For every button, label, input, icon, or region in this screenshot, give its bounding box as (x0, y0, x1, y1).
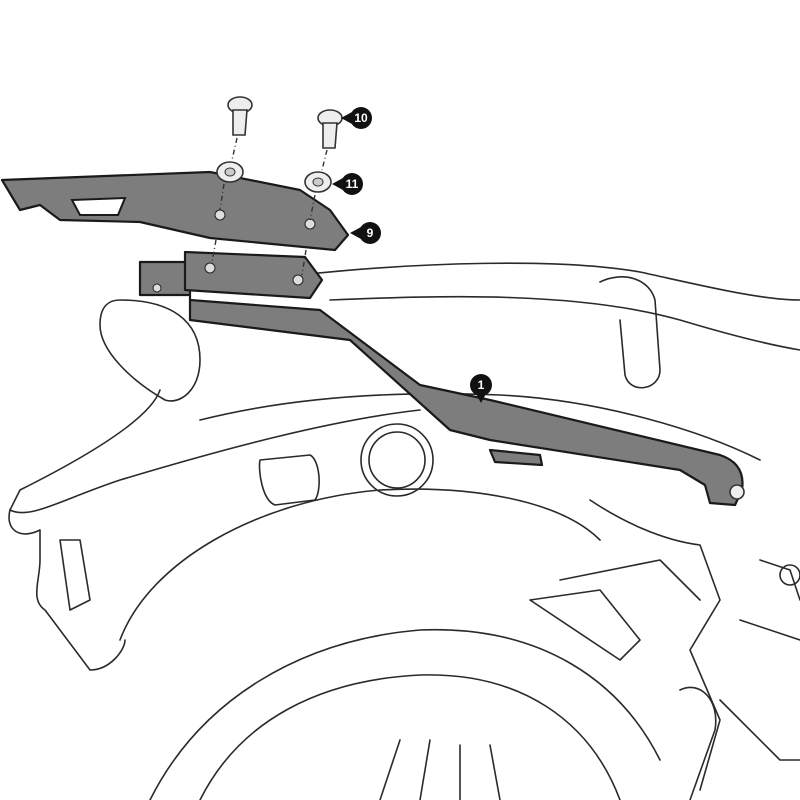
assembly-guide-lines (211, 137, 328, 276)
motorcycle-body (8, 262, 800, 800)
callout-11: 11 (332, 173, 363, 195)
callout-9: 9 (350, 222, 381, 244)
part-11-washers[interactable] (216, 161, 332, 193)
part-10-bolts[interactable] (227, 96, 343, 149)
part-1-side-bracket[interactable] (138, 260, 745, 507)
mounting-plate[interactable] (183, 250, 324, 300)
callout-10: 10 (341, 107, 372, 129)
callout-1: 1 (470, 374, 492, 403)
part-9-rack-plate[interactable] (0, 170, 350, 252)
